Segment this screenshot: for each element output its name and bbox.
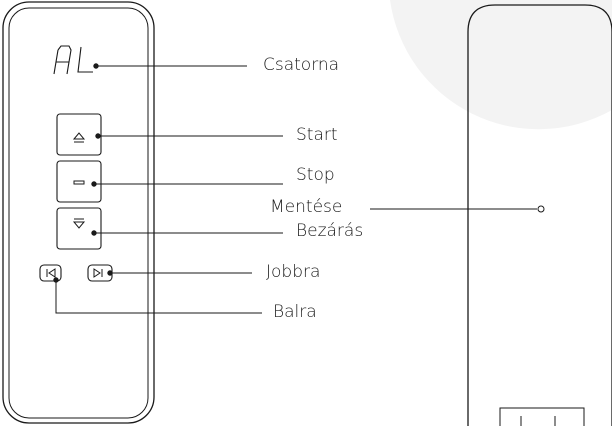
remote-back-clip [499,407,585,426]
callout-dot-close [91,230,97,236]
close-button[interactable] [56,207,102,250]
callout-dot-stop [91,181,97,187]
callout-dot-start [95,133,101,139]
dash-icon [73,180,85,185]
label-channel: Csatorna [263,55,340,75]
remote-back-outline [467,4,612,426]
label-close: Bezárás [296,221,364,241]
skip-forward-icon [93,268,103,278]
triangle-up-icon [72,132,86,143]
callout-dot-right [107,270,113,276]
skip-back-icon [46,268,56,278]
label-stop: Stop [296,165,335,185]
callouts [53,63,545,314]
channel-display [53,45,93,75]
callout-dot-left [53,277,59,283]
remote-front-outer [2,1,155,424]
stop-button[interactable] [56,160,102,203]
remote-front-inner [8,7,149,419]
save-dot [537,205,545,213]
label-start: Start [296,125,338,145]
watermark-arc [390,0,612,130]
triangle-down-icon [72,218,86,229]
start-button[interactable] [56,113,102,156]
label-left: Balra [273,302,317,322]
left-button[interactable] [39,264,62,282]
label-right: Jobbra [266,262,321,282]
callout-dot-channel [93,63,99,69]
label-save: Mentése [270,197,343,217]
